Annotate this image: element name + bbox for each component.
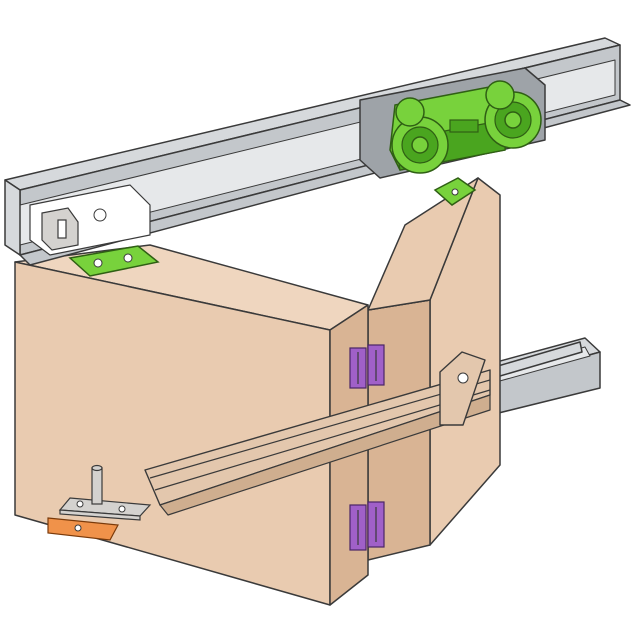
floor-pivot [47, 464, 152, 541]
roller-trolley [389, 80, 542, 174]
hinge-lower [349, 501, 385, 551]
floor-guide-rail [144, 369, 491, 516]
track-end-cap [29, 184, 151, 256]
guide-block [439, 351, 486, 426]
top-pivot-bracket [68, 245, 160, 277]
right-door-bracket [433, 177, 477, 206]
hinge-upper [349, 344, 385, 389]
